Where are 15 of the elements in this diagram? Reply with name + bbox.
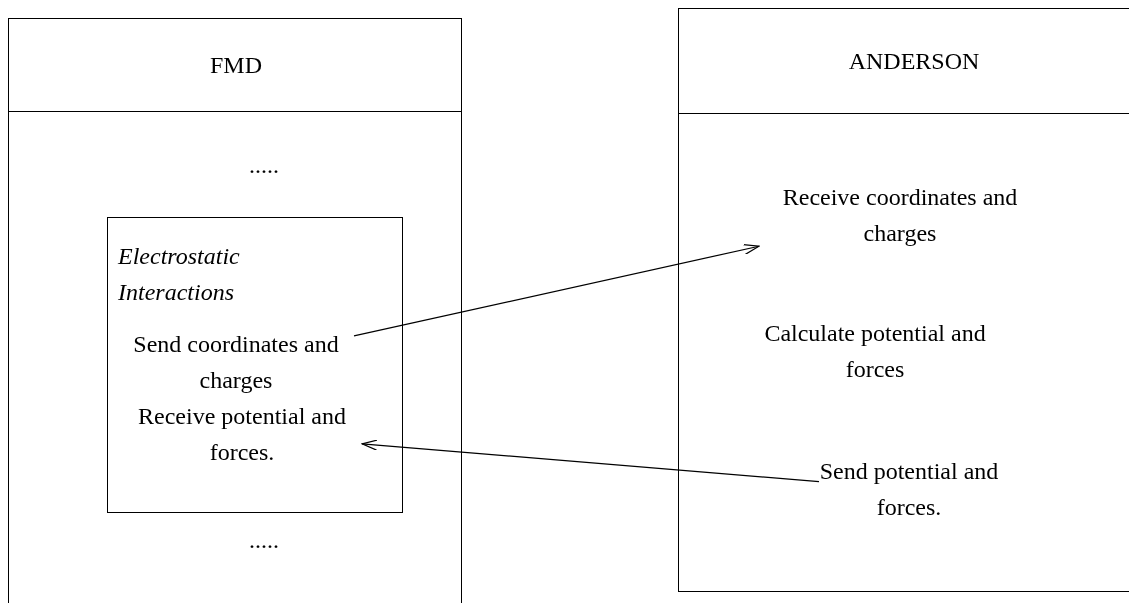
program-panel	[678, 8, 1129, 592]
heading-text: Electrostatic Interactions	[118, 242, 241, 307]
ellipsis-text: .....	[248, 526, 280, 555]
arrow	[353, 244, 760, 337]
header-title: FMD	[209, 51, 263, 80]
header-title: ANDERSON	[847, 47, 981, 76]
step-text: Receive coordinates and charges	[759, 179, 1041, 251]
ellipsis-text: .....	[248, 151, 280, 180]
step-text: Send coordinates and charges	[118, 326, 354, 398]
step-text: Calculate potential and forces	[763, 319, 987, 384]
step-text: Receive potential and forces.	[122, 398, 362, 470]
arrow	[361, 439, 820, 483]
subroutine-box	[107, 217, 403, 513]
module-panel	[8, 18, 462, 603]
step-text: Send potential and forces.	[819, 453, 999, 525]
